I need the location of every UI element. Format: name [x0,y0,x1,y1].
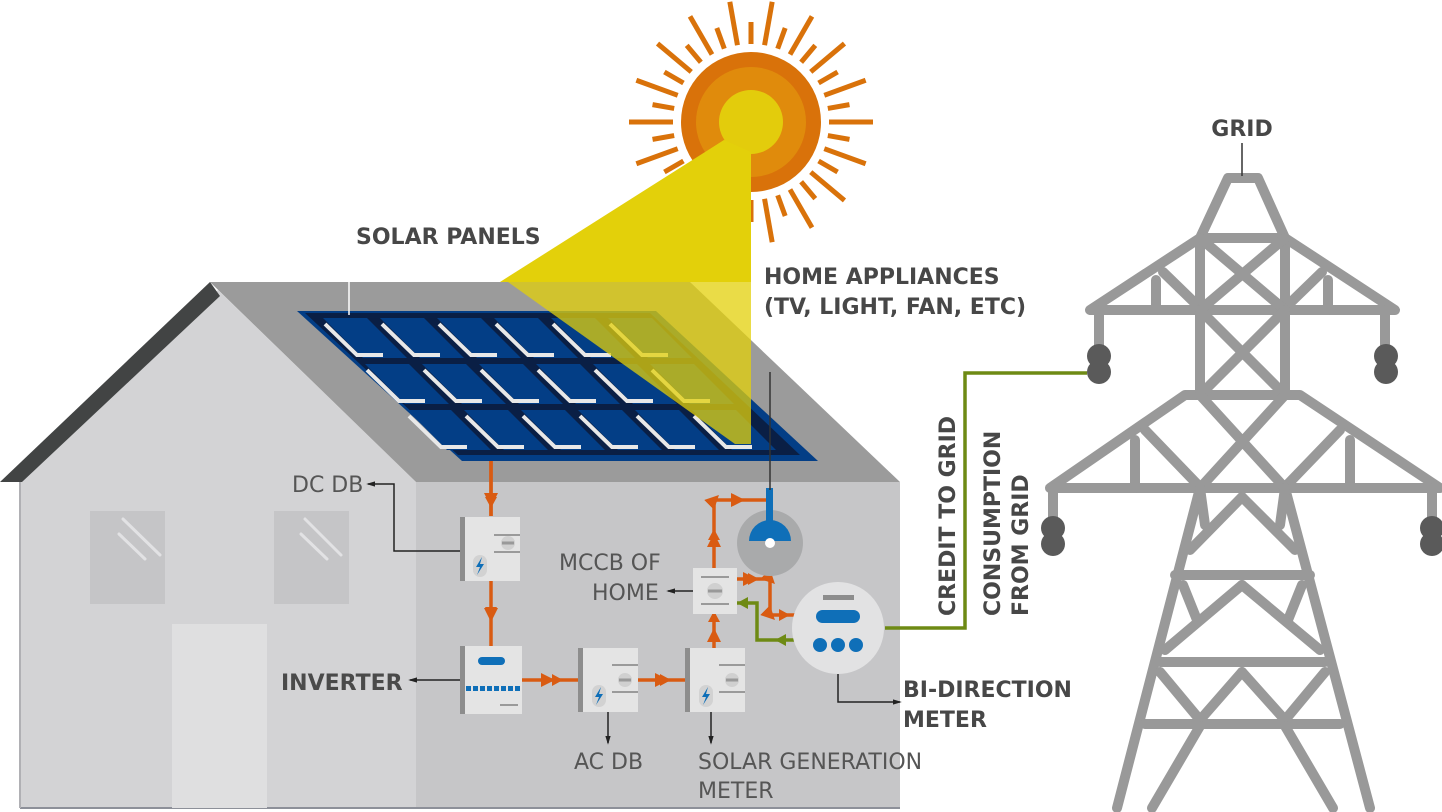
bolt-icon [702,687,710,705]
solar-cell-highlight [635,414,695,449]
sun-ray [775,194,788,217]
solar-cell-highlight [437,322,497,357]
inverter-display-dot [501,686,506,691]
inverter-display-dot [508,686,513,691]
bi-direction-meter[interactable] [792,582,884,674]
sun-ray [714,27,727,50]
house-front-wall [20,290,416,808]
inverter-box[interactable] [460,646,522,714]
transmission-tower-icon [1045,173,1442,812]
solar-cell [407,410,491,450]
solar-cell [437,318,521,358]
sun-ray [823,77,867,98]
ac-db-box[interactable] [578,648,638,712]
sun-ray [652,133,675,142]
label-mccb-1: MCCB OF [559,551,661,576]
solar-cell [464,410,548,450]
inverter-display-dot [466,686,471,691]
solar-cell [323,318,407,358]
label-solar-panels: SOLAR PANELS [356,225,541,250]
label-dc-db: DC DB [292,473,363,498]
solar-cell-highlight [323,322,383,357]
solar-cell-highlight [365,368,425,403]
label-bidir-2: METER [903,708,987,733]
inverter-display-dot [487,686,492,691]
sun-ray [799,180,818,201]
solar-cell [593,364,677,404]
solar-cell [365,364,449,404]
inverter-display-dot [515,686,520,691]
lamp-icon[interactable] [737,488,803,576]
sun-ray [762,198,775,243]
leader-lines [348,282,902,745]
solar-cell [380,318,464,358]
mccb-of-home-box[interactable] [693,568,737,614]
sun-ray [817,158,839,175]
solar-cell-highlight [479,368,539,403]
label-mccb-2: HOME [592,581,659,606]
solar-cell [422,364,506,404]
bolt-icon [595,687,603,705]
solar-cell [494,318,578,358]
sun-ray [635,146,679,167]
sun-ray [762,1,775,46]
solar-cell [479,364,563,404]
inverter-display-dot [494,686,499,691]
inverter-display-dot [473,686,478,691]
sun-ray [817,69,839,86]
solar-cell-highlight [521,414,581,449]
sun-ray [775,27,788,50]
sun-ray [635,77,679,98]
label-credit-to-grid: CREDIT TO GRID [936,416,961,616]
sun-ray [655,41,693,74]
sun-ray [787,188,815,229]
sun-ray [727,1,740,46]
label-consumption-1: CONSUMPTION [981,431,1006,616]
solar-cell [635,410,719,450]
label-solar-gen-2: METER [698,779,774,804]
label-ac-db: AC DB [574,750,643,775]
solar-cell-highlight [407,414,467,449]
label-grid: GRID [1211,117,1272,142]
sun-ray [687,15,715,56]
solar-cell [521,410,605,450]
sun-ray [684,43,703,64]
sun-ray [663,69,685,86]
solar-cell-highlight [494,322,554,357]
solar-cell-highlight [692,414,752,449]
sun-ray [809,170,847,203]
label-home-appliances-2: (TV, LIGHT, FAN, ETC) [764,295,1026,320]
solar-cell [536,364,620,404]
window-left [90,511,165,604]
door [172,624,267,808]
solar-cell-highlight [464,414,524,449]
inverter-display-dot [480,686,485,691]
solar-cell-highlight [551,322,611,357]
solar-cell-highlight [380,322,440,357]
label-consumption-2: FROM GRID [1009,474,1034,616]
insulators [1041,344,1442,556]
sun-ray [823,146,867,167]
bolt-icon [476,557,484,575]
solar-cell-highlight [578,414,638,449]
roof-gable-edge [0,282,220,482]
dc-db-box[interactable] [460,517,520,581]
sun-ray [652,102,675,111]
sun-ray [663,158,685,175]
solar-cell [578,410,662,450]
sun-ray [809,41,847,74]
solar-generation-meter-box[interactable] [685,648,745,712]
sun-ray [827,133,850,142]
sun-ray [787,15,815,56]
solar-cell-highlight [536,368,596,403]
sun-ray [827,102,850,111]
solar-cell-highlight [422,368,482,403]
label-home-appliances-1: HOME APPLIANCES [764,265,1000,290]
sun-ray [799,43,818,64]
label-bidir-1: BI-DIRECTION [903,678,1072,703]
window-right [274,511,349,604]
label-inverter: INVERTER [281,671,403,696]
solar-cell-highlight [593,368,653,403]
label-solar-gen-1: SOLAR GENERATION [698,750,922,775]
